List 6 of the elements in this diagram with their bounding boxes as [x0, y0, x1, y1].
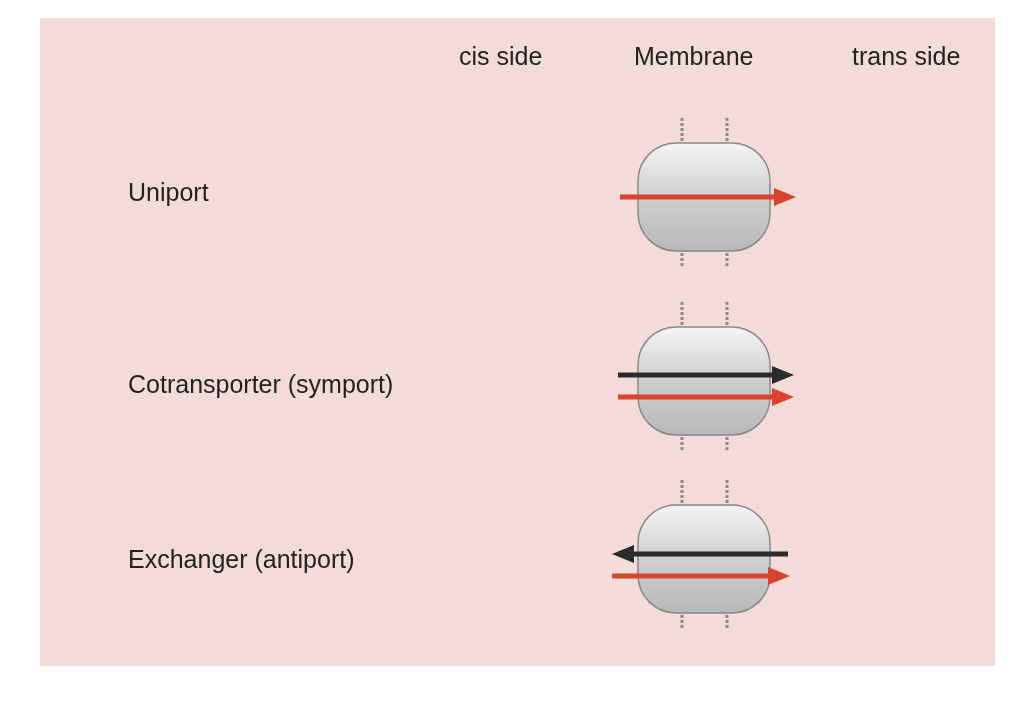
row-label: Cotransporter (symport): [128, 370, 394, 399]
column-heading: trans side: [852, 42, 961, 71]
column-heading: cis side: [459, 42, 543, 71]
row-label: Uniport: [128, 178, 209, 207]
row-label: Exchanger (antiport): [128, 545, 355, 574]
column-heading: Membrane: [634, 42, 754, 71]
